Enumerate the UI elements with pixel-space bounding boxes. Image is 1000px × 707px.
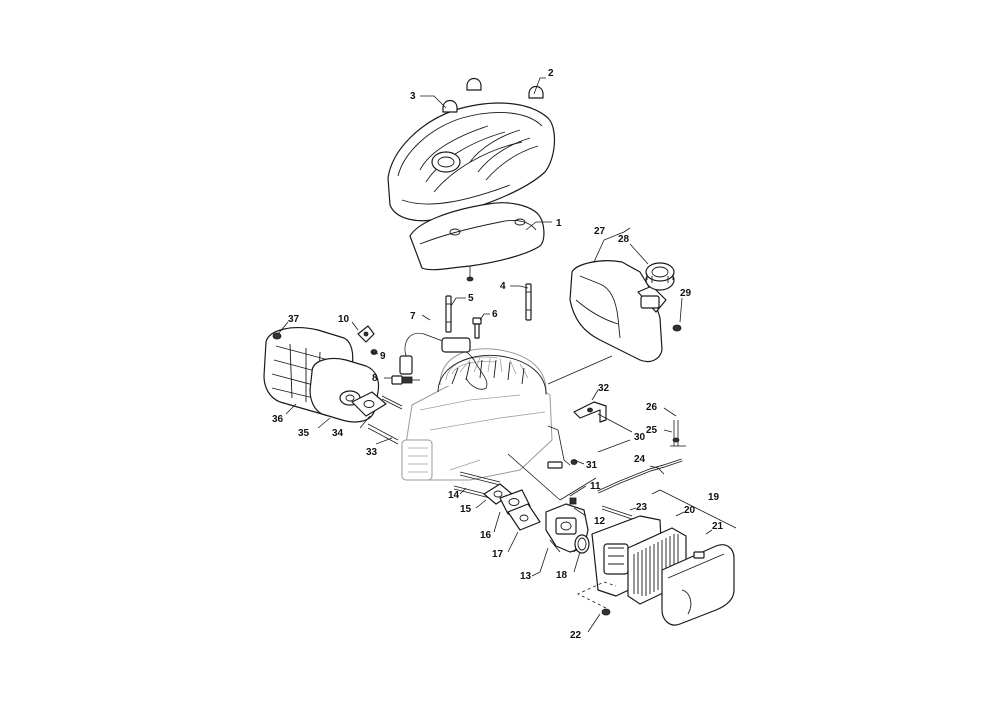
callout-4: 4 [500, 281, 506, 292]
callout-30: 30 [634, 432, 646, 443]
callout-2: 2 [548, 68, 554, 79]
callout-15: 15 [460, 504, 472, 515]
callout-19: 19 [708, 492, 720, 503]
carburetor-o-ring-part [574, 534, 590, 554]
callout-23: 23 [636, 502, 648, 513]
muffler-gasket-part [351, 391, 387, 417]
air-filter-dashed-guide [577, 581, 617, 609]
muffler-stud-part [367, 395, 403, 445]
callout-32: 32 [598, 383, 610, 394]
air-filter-knob-part [601, 608, 611, 616]
muffler-screw-part [272, 332, 282, 340]
callout-34: 34 [332, 428, 344, 439]
callout-17: 17 [492, 549, 504, 560]
callout-24: 24 [634, 454, 646, 465]
flywheel-part [437, 354, 547, 395]
callout-14: 14 [448, 490, 460, 501]
callout-18: 18 [556, 570, 568, 581]
callout-21: 21 [712, 521, 724, 532]
callout-20: 20 [684, 505, 696, 516]
tank-screw-part [672, 324, 682, 332]
callout-25: 25 [646, 425, 658, 436]
callout-5: 5 [468, 293, 474, 304]
bracket-part [357, 325, 378, 355]
ignition-coil-part [399, 332, 488, 390]
leader-lines [277, 77, 737, 633]
callout-28: 28 [618, 234, 630, 245]
callout-35: 35 [298, 428, 310, 439]
callout-22: 22 [570, 630, 582, 641]
callout-31: 31 [586, 460, 598, 471]
carburetor-gasket-part [507, 503, 541, 531]
callout-13: 13 [520, 571, 532, 582]
callout-6: 6 [492, 309, 498, 320]
callout-10: 10 [338, 314, 350, 325]
callout-16: 16 [480, 530, 492, 541]
callout-3: 3 [410, 91, 416, 102]
callout-9: 9 [380, 351, 386, 362]
choke-cable-part [597, 458, 683, 494]
air-filter-screw-part [601, 505, 633, 520]
callout-1: 1 [556, 218, 562, 229]
engine-cover-part [387, 102, 555, 222]
cover-knob-part [442, 77, 544, 113]
governor-bracket-part [573, 401, 607, 423]
callout-11: 11 [590, 481, 601, 492]
callout-27: 27 [594, 226, 606, 237]
fuel-cap-part [645, 262, 675, 291]
callout-7: 7 [410, 311, 416, 322]
callout-37: 37 [288, 314, 300, 325]
callout-12: 12 [594, 516, 606, 527]
spark-plug-part [391, 375, 420, 385]
stud-bolts-part [445, 283, 532, 339]
fuel-tank-part [569, 260, 667, 363]
air-filter-cover-part [661, 544, 735, 626]
engine-block-part [401, 348, 553, 481]
throttle-lever-part [670, 420, 686, 447]
blower-housing-part [409, 202, 545, 282]
callout-29: 29 [680, 288, 692, 299]
callout-8: 8 [372, 373, 378, 384]
callout-26: 26 [646, 402, 658, 413]
callout-33: 33 [366, 447, 378, 458]
callout-labels: 1 2 3 4 5 6 7 8 9 10 11 12 13 14 15 16 1… [272, 68, 724, 641]
callout-36: 36 [272, 414, 284, 425]
